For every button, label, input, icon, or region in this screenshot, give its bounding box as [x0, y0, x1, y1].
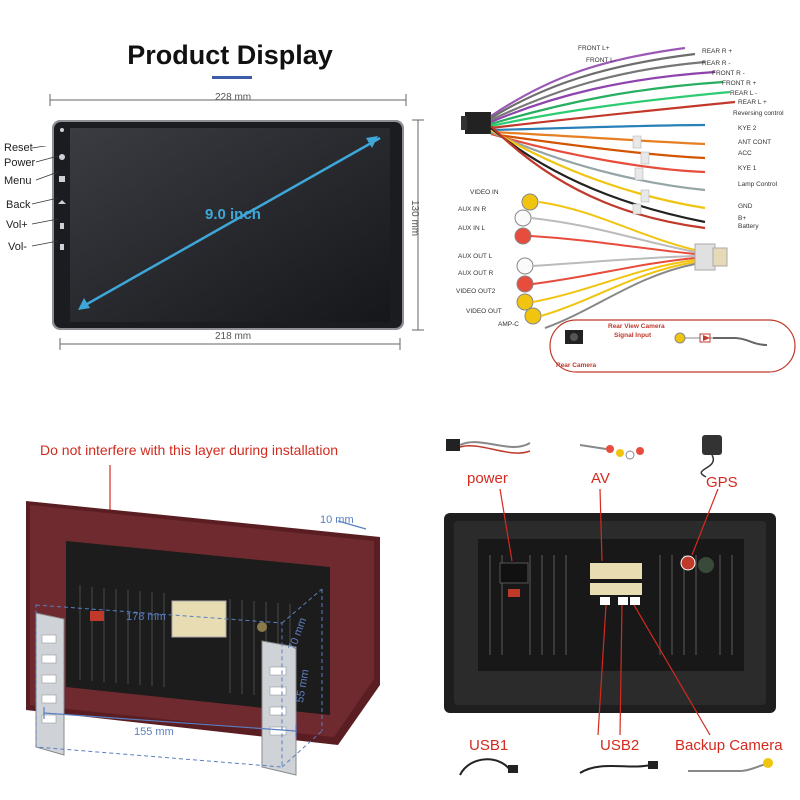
wire-label-front-r-plus: FRONT R + [722, 80, 757, 87]
vol-up-label: Vol+ [6, 219, 28, 231]
wire-label-battery: Battery [738, 223, 759, 230]
rca-label-amp-c: AMP-C [498, 321, 519, 328]
dim-top-label: 228 mm [215, 92, 252, 103]
install-warning: Do not interfere with this layer during … [40, 442, 339, 458]
rca-label-aux-in-l: AUX IN L [458, 225, 486, 232]
wire-label-gnd: GND [738, 203, 753, 210]
dim-bottom-label-2: 155 mm [134, 726, 174, 738]
rca-label-aux-in-r: AUX IN R [458, 206, 487, 213]
wire-label-kye2: KYE 2 [738, 125, 757, 132]
page-title: Product Display [127, 40, 333, 70]
wire-label-front-r-minus: FRONT R - [712, 70, 745, 77]
title-underline [212, 76, 252, 79]
av-cable-icon [579, 444, 644, 460]
ports-diagram [444, 435, 776, 776]
dim-width-label: 178 mm [126, 611, 166, 623]
screen-size-label: 9.0 inch [205, 206, 261, 223]
wiring-harness-diagram [461, 46, 796, 373]
camera-title: Rear View Camera [608, 323, 665, 330]
wire-label-acc: ACC [738, 150, 752, 157]
reset-label: Reset [4, 142, 33, 154]
rca-label-video-out2: VIDEO OUT2 [456, 288, 496, 295]
wire-label-rear-r-minus: REAR R - [702, 60, 731, 67]
wire-label-b-plus: B+ [738, 215, 747, 222]
port-label-backup-camera: Backup Camera [675, 737, 783, 754]
av-port [590, 563, 642, 579]
gps-antenna-icon [700, 435, 722, 478]
back-label: Back [6, 199, 31, 211]
camera-label: Rear Camera [556, 362, 597, 369]
usb2-port [618, 597, 628, 605]
power-label: Power [4, 157, 36, 169]
iso-connector [465, 112, 491, 134]
power-port [499, 562, 529, 584]
dim-side-label: 130 mm [409, 200, 420, 237]
head-unit-diagram [49, 94, 424, 350]
av-connector [171, 600, 227, 638]
usb1-port [600, 597, 610, 605]
power-cable-icon [446, 439, 531, 454]
wire-label-ant-cont: ANT CONT [738, 139, 772, 146]
wire-label-front-l-minus: FRONT L- [586, 57, 616, 64]
usb2-cable-icon [579, 764, 651, 774]
side-button-icons [58, 128, 66, 250]
rca-label-aux-out-r: AUX OUT R [458, 270, 494, 277]
dim-bottom-label: 218 mm [215, 331, 252, 342]
port-label-usb2: USB2 [600, 737, 640, 754]
rca-label-video-out: VIDEO OUT [466, 308, 502, 315]
port-label-av: AV [591, 470, 610, 487]
wire-label-rear-r-plus: REAR R + [702, 48, 733, 55]
diagonal-arrow [79, 136, 381, 310]
rca-connector-block [694, 243, 716, 271]
menu-label: Menu [4, 175, 32, 187]
vol-down-label: Vol- [8, 241, 27, 253]
backup-camera-port [630, 597, 640, 605]
wire-label-kye1: KYE 1 [738, 165, 757, 172]
left-bracket [35, 612, 65, 756]
port-label-gps: GPS [706, 474, 738, 491]
wire-label-front-l-plus: FRONT L+ [578, 45, 610, 52]
usb1-cable-icon [459, 758, 511, 776]
install-diagram [26, 465, 380, 776]
wire-label-reversing: Reversing control [733, 110, 784, 117]
rca-label-aux-out-l: AUX OUT L [458, 253, 493, 260]
port-label-power: power [467, 470, 508, 487]
dim-depth-label: 10 mm [320, 514, 354, 526]
button-leader-lines [31, 146, 59, 247]
rear-camera-box [549, 319, 796, 373]
wire-label-rear-l-minus: REAR L - [730, 90, 758, 97]
rca-label-video-in: VIDEO IN [470, 189, 499, 196]
gps-port [680, 555, 696, 571]
wire-label-lamp-control: Lamp Control [738, 181, 778, 188]
backup-camera-cable-icon [688, 762, 771, 772]
port-label-usb1: USB1 [469, 737, 509, 754]
camera-subtitle: Signal Input [614, 332, 652, 339]
wire-label-rear-l-plus: REAR L + [738, 99, 767, 106]
